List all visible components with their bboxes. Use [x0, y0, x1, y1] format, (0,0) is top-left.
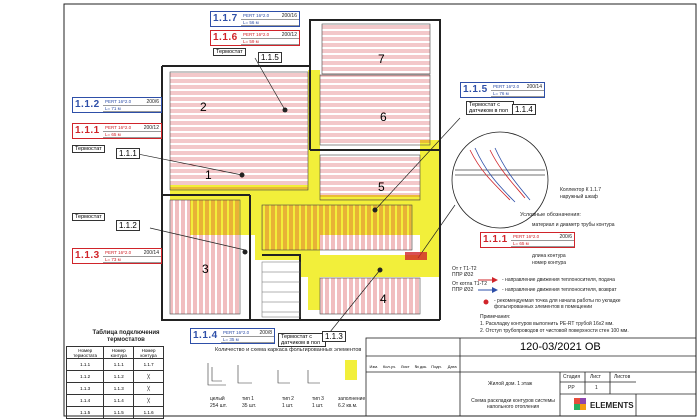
stage-header: Стадия	[563, 374, 581, 380]
corridor-loop	[261, 204, 413, 251]
room-3-loop	[169, 199, 241, 315]
walls	[161, 19, 441, 321]
foil-element-icons	[207, 363, 320, 386]
element-qty-type3: 1 шт.	[312, 403, 324, 409]
element-qty-whole: 254 шт.	[210, 403, 227, 409]
conn-table-title: Таблица подключения термостатов	[92, 330, 160, 343]
room-number-5: 5	[378, 180, 385, 194]
stamp-columns: Изм. Кол.уч. Лист № док. Подп. Дата	[369, 364, 457, 369]
room-4-loop	[319, 277, 421, 315]
sheet-header: Лист	[590, 374, 601, 380]
room-6-loop	[319, 74, 431, 146]
element-name-type1: тип 1	[242, 396, 254, 402]
object-name: Жилой дом. 1 этаж	[488, 381, 533, 387]
room-number-4: 4	[380, 292, 387, 306]
legend-caption-length: длина контура	[532, 253, 566, 259]
stamp-frame	[365, 337, 697, 417]
legend-supply: - направление движения теплоносителя, по…	[502, 277, 615, 283]
fill-swatch	[345, 364, 353, 380]
element-name-type3: тип 3	[312, 396, 324, 402]
legend-caption-pipe: материал и диаметр трубы контура	[532, 222, 615, 228]
thermostat-1.1.5-code: 1.1.5	[258, 52, 282, 63]
pipe-label-2: От котла Т1-Т2	[452, 281, 488, 287]
legend-arrows	[478, 277, 498, 305]
note-2: 2. Отступ трубопроводов от чистовой пове…	[480, 328, 629, 334]
pipe-label-1: От т Т1-Т2	[452, 266, 477, 272]
element-qty-fill: 6.2 кв.м.	[338, 403, 358, 409]
manifold-label: Коллектор К 1.1.7	[560, 187, 602, 193]
thermostat-1.1.3-code: 1.1.3	[322, 331, 346, 342]
conn-table: Номер термостата Номер контура Номер кон…	[65, 346, 164, 419]
room-number-3: 3	[202, 262, 209, 276]
element-qty-type1: 35 шт.	[242, 403, 257, 409]
sheet-value: 1	[595, 385, 598, 391]
element-name-whole: целый	[210, 396, 225, 402]
legend-return: - направление движения теплоносителя, во…	[502, 287, 617, 293]
thermostat-1.1.4-code: 1.1.4	[512, 104, 536, 115]
room-5-loop	[319, 154, 421, 201]
stage-value: РР	[568, 385, 575, 391]
pipe-label-2-spec: ППР Ø32	[452, 287, 474, 293]
elements-logo	[574, 398, 586, 410]
sheet-title: Схема раскладки контуров системы напольн…	[471, 398, 555, 410]
manifold-marker	[405, 252, 427, 260]
thermostat-1.1.4-label: Термостат с датчиком в пол	[466, 101, 514, 115]
element-name-fill: заполнение	[338, 396, 366, 402]
thermostat-1.1.1-code: 1.1.1	[116, 148, 140, 159]
staircase	[261, 261, 301, 318]
note-1: 1. Раскладку контуров выполнить PE-RT тр…	[480, 321, 614, 327]
elements-title: Количество и схема каркаса фольгированны…	[215, 347, 362, 353]
legend-dot-note: - рекомендуемая точка для начала работы …	[494, 298, 621, 310]
pipe-label-1-spec: ППР Ø32	[452, 272, 474, 278]
thermostat-1.1.5-label: Термостат	[213, 48, 246, 56]
room-number-6: 6	[380, 110, 387, 124]
thermostat-markers	[239, 107, 383, 273]
thermostat-1.1.2-label: Термостат	[72, 213, 105, 221]
manifold-detail	[455, 147, 545, 203]
doc-number: 120-03/2021 ОВ	[520, 341, 601, 353]
manifold-detail-circle	[451, 131, 549, 229]
brand-name: ELEMENTS	[590, 401, 634, 410]
room-number-7: 7	[378, 52, 385, 66]
legend-title: Условные обозначения:	[520, 212, 581, 218]
room-number-2: 2	[200, 100, 207, 114]
legend-caption-number: номер контура	[532, 260, 567, 266]
manifold-sublabel: наружный шкаф	[560, 194, 598, 200]
notes-title: Примечания:	[480, 314, 511, 320]
room-7-loop	[321, 23, 431, 75]
sheets-header: Листов	[614, 374, 631, 380]
room-2-loop	[169, 71, 309, 191]
thermostat-1.1.3-label: Термостат с датчиком в пол	[278, 333, 326, 347]
element-qty-type2: 1 шт.	[282, 403, 294, 409]
thermostat-1.1.2-code: 1.1.2	[116, 220, 140, 231]
element-name-type2: тип 2	[282, 396, 294, 402]
room-number-1: 1	[205, 168, 212, 182]
thermostat-1.1.1-label: Термостат	[72, 145, 105, 153]
